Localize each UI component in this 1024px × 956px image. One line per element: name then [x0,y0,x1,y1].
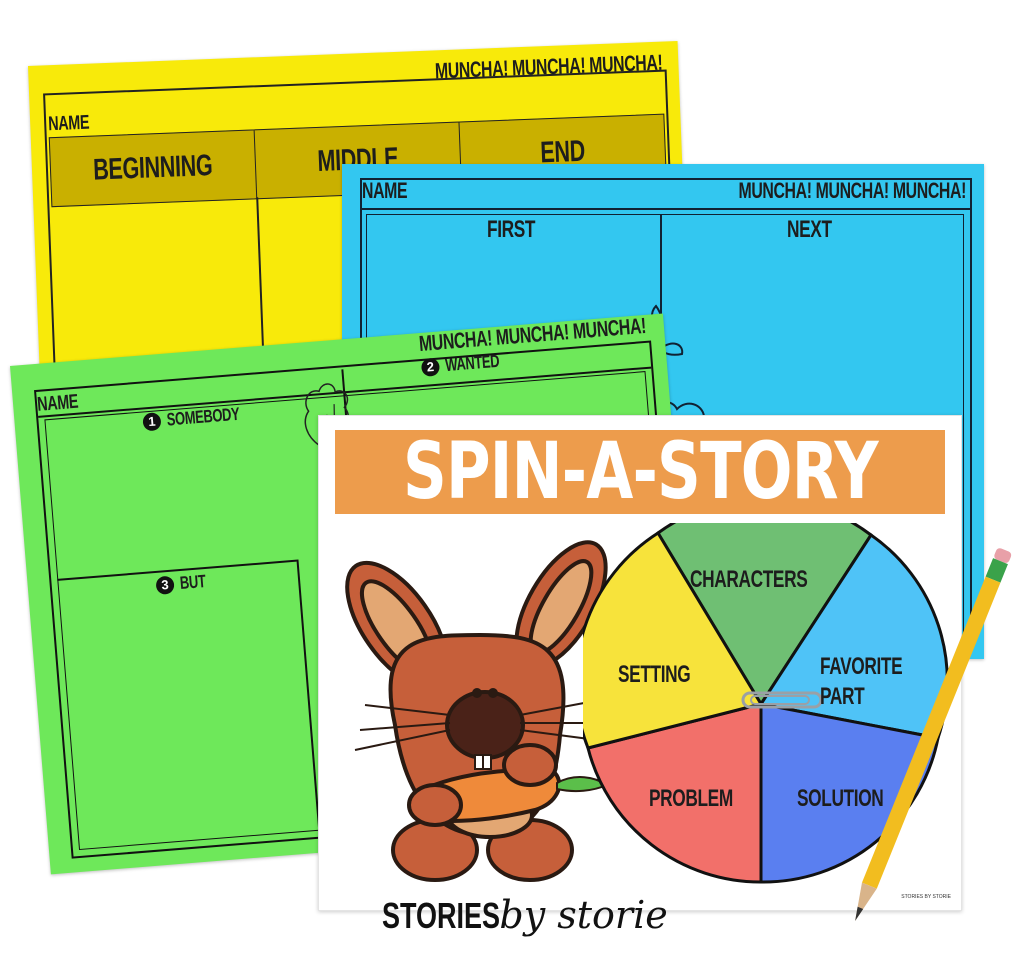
name-label: NAME [362,178,408,203]
segment-label-setting: SETTING [618,661,691,688]
spinner-segment-problem [586,702,763,884]
worksheet-title: MUNCHA! MUNCHA! MUNCHA! [738,178,966,203]
segment-label-problem: PROBLEM [649,785,733,812]
number-badge: 2 [420,357,441,378]
bunny-illustration-icon [345,540,610,882]
brand-name-stories: STORIES [382,895,501,936]
pencil-icon [855,548,1012,921]
poster-title: SPIN-A-STORY [402,427,879,517]
copyright-mark: STORIES BY STORIE [901,894,951,900]
segment-label-characters: CHARACTERS [690,566,808,593]
column-next: NEXT [787,216,832,243]
brand-logo: STORIES by storie [382,893,668,937]
header-rule [362,208,970,210]
poster-banner: SPIN-A-STORY [335,427,945,517]
name-label: NAME [47,111,90,136]
spinner-segment-setting [583,530,764,750]
spinner-segment-solution [759,702,940,884]
number-badge: 3 [155,575,175,596]
number-badge: 1 [142,412,162,432]
column-first: FIRST [487,216,536,243]
segment-label-favorite-part: FAVORITE PART [820,653,903,710]
spinner-segment-characters [656,523,874,707]
segment-label-solution: SOLUTION [797,785,884,812]
column-beginning: BEGINNING [49,130,258,207]
story-element-spinner[interactable] [583,523,953,893]
brand-name-by-storie: by storie [499,893,668,937]
paperclip-pointer-icon [741,691,823,709]
